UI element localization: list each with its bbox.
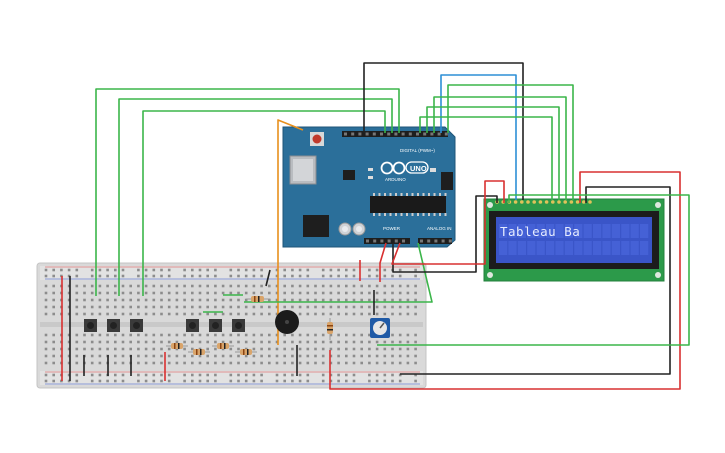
uno-logo-text: UNO <box>410 164 427 173</box>
wire-red[interactable] <box>329 171 681 390</box>
reset-button-cap <box>312 134 322 144</box>
resistors[interactable] <box>166 296 333 355</box>
breadboard-holes <box>44 268 417 383</box>
top-power-rail <box>40 266 423 280</box>
push-button[interactable] <box>84 319 97 332</box>
lcd-pin-header <box>495 200 592 204</box>
wire-red[interactable] <box>379 242 387 282</box>
push-buttons[interactable] <box>84 319 245 332</box>
resistor[interactable] <box>235 349 257 355</box>
wire-black[interactable] <box>400 186 671 375</box>
mount-hole <box>655 272 661 278</box>
wire-green[interactable] <box>118 98 393 296</box>
wire-green[interactable] <box>142 110 386 296</box>
arduino-logo: UNO ARDUINO <box>380 161 429 182</box>
resistor[interactable] <box>188 349 210 355</box>
resistor[interactable] <box>327 318 333 340</box>
arduino-uno[interactable]: DIGITAL (PWM~) ANALOG IN POWER UNO ARDUI… <box>282 126 456 248</box>
wire-black[interactable] <box>392 195 498 273</box>
arduino-brand-text: ARDUINO <box>385 177 406 182</box>
regulator-chip <box>343 170 355 180</box>
wire-green[interactable] <box>95 88 400 296</box>
lcd-display-text: Tableau Ba <box>500 224 580 239</box>
wire-green[interactable] <box>447 84 574 200</box>
push-button[interactable] <box>130 319 143 332</box>
resistor[interactable] <box>246 296 270 302</box>
potentiometer[interactable] <box>370 318 390 338</box>
icsp-header <box>441 172 453 190</box>
center-channel <box>40 322 423 327</box>
resistor[interactable] <box>166 343 188 349</box>
push-button[interactable] <box>107 319 120 332</box>
wire-orange[interactable] <box>277 119 304 345</box>
push-button[interactable] <box>232 319 245 332</box>
wires[interactable] <box>61 62 690 390</box>
wire-green[interactable] <box>377 194 690 346</box>
wire-green[interactable] <box>433 96 567 200</box>
atmega-chip <box>370 196 446 213</box>
resistor[interactable] <box>212 343 234 349</box>
wire-green[interactable] <box>426 106 560 200</box>
wire-blue[interactable] <box>440 74 517 200</box>
wire-red[interactable] <box>391 180 505 265</box>
lcd-16x2[interactable]: Tableau Ba <box>483 198 665 282</box>
wire-green[interactable] <box>244 242 433 303</box>
power-label: POWER <box>383 226 401 231</box>
wire-green[interactable] <box>419 116 553 200</box>
chip-pins <box>373 193 447 216</box>
power-header <box>364 238 410 244</box>
wire-black[interactable] <box>363 62 524 200</box>
wire-black[interactable] <box>265 269 271 287</box>
push-button[interactable] <box>209 319 222 332</box>
mount-hole <box>487 202 493 208</box>
mount-hole <box>487 272 493 278</box>
power-jack <box>303 215 329 237</box>
mount-hole <box>655 202 661 208</box>
piezo-buzzer[interactable] <box>275 310 299 334</box>
bottom-power-rail <box>40 371 423 385</box>
push-button[interactable] <box>186 319 199 332</box>
breadboard[interactable] <box>36 262 427 389</box>
digital-label: DIGITAL (PWM~) <box>400 148 435 153</box>
analog-label: ANALOG IN <box>427 226 452 231</box>
